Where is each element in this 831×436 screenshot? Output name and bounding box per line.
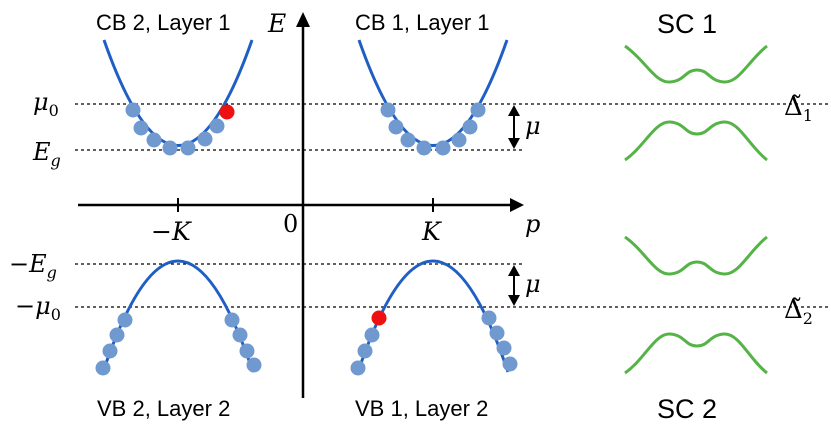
state-dot [380,102,396,118]
state-dot [146,132,162,148]
sc1-lower-curve [624,120,768,162]
mu-upper-double-arrow-icon [508,105,520,149]
state-dot [481,310,497,326]
state-dot [364,327,380,343]
sc2-label: SC 2 [657,394,717,424]
state-dot [239,343,255,359]
state-dot [489,325,505,341]
origin-label: 0 [283,210,298,238]
cb2-states [125,102,225,156]
vb1-label: VB 1, Layer 2 [355,396,488,421]
state-dot [462,119,478,135]
state-dot [496,340,512,356]
mu0-label: μ0 [33,88,59,120]
state-dot [102,343,118,359]
sc2-lower-curve [624,332,768,375]
state-dot [117,312,133,328]
state-dot [180,140,196,156]
state-dot [125,102,141,118]
state-dot [224,312,240,328]
delta2-label: Δ̃2 [784,295,813,328]
state-dot [357,343,373,359]
sc1-upper-curve [624,44,768,84]
p-axis-label: p [525,210,540,238]
k-label: K [421,217,442,246]
cb1-states [380,102,486,156]
neg-mu0-label: −μ0 [15,292,61,324]
p-axis-arrow-icon [510,198,524,212]
state-dot [209,118,225,134]
neg-eg-label: −Eg [9,250,57,282]
sc2-upper-curve [624,235,768,276]
state-dot [350,360,366,376]
state-dot [162,140,178,156]
state-dot [470,102,486,118]
state-dot [95,360,111,376]
state-dot [400,132,416,148]
e-axis-label: E [267,9,286,38]
cb2-label: CB 2, Layer 1 [96,10,231,35]
vb1-states [350,310,518,376]
cb1-band-curve [357,39,509,147]
marked-state-dot [371,310,387,326]
state-dot [416,140,432,156]
minus-k-label: −K [151,217,192,246]
e-axis-arrow-icon [296,12,310,27]
delta1-label: Δ̃1 [784,92,813,125]
state-dot [197,131,213,147]
eg-label: Eg [32,138,61,170]
state-dot [109,327,125,343]
cb2-band-curve [102,39,254,147]
mu-lower-label: μ [525,270,541,298]
cb1-label: CB 1, Layer 1 [355,10,490,35]
vb2-states [95,312,262,376]
vb2-label: VB 2, Layer 2 [97,396,230,421]
state-dot [133,120,149,136]
state-dot [451,132,467,148]
mu-upper-label: μ [525,112,541,140]
state-dot [388,119,404,135]
state-dot [502,356,518,372]
mu-lower-double-arrow-icon [508,265,520,306]
state-dot [435,140,451,156]
marked-state-dot [219,104,235,120]
state-dot [232,327,248,343]
state-dot [246,357,262,373]
sc1-label: SC 1 [657,9,717,39]
